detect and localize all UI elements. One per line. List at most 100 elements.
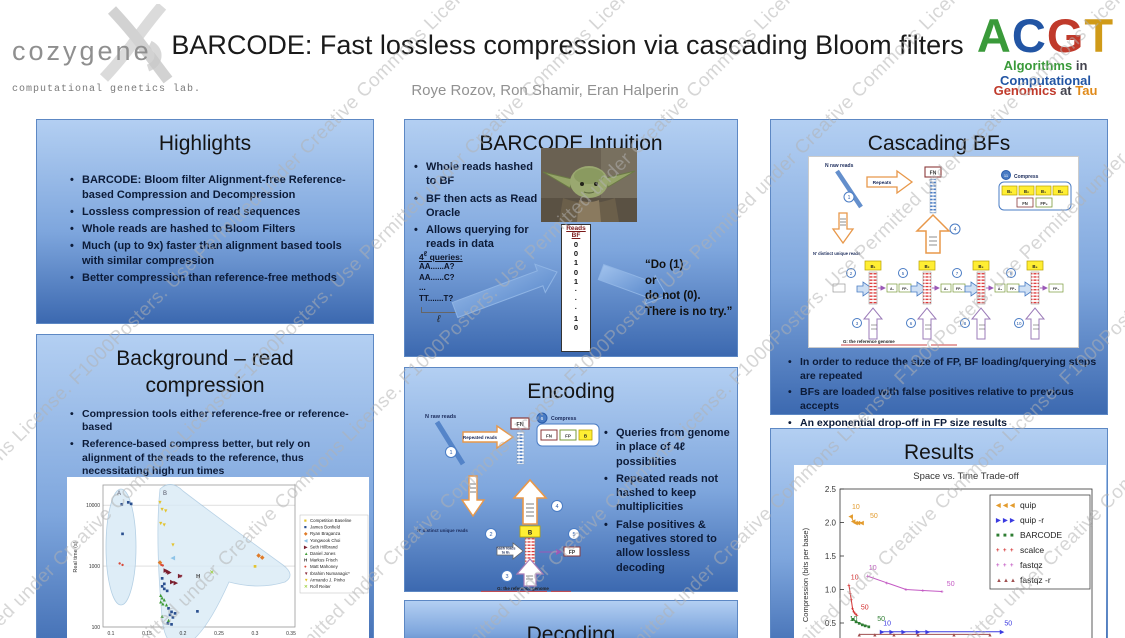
label-repeats: Repeats xyxy=(873,180,892,186)
svg-text:7: 7 xyxy=(956,271,959,276)
tagline-word-algorithms: Algorithms xyxy=(1003,58,1073,73)
svg-text:▲: ▲ xyxy=(951,632,956,638)
bf-strip-label1: Reads xyxy=(566,225,586,232)
svg-text:■: ■ xyxy=(160,584,163,590)
svg-text:▲: ▲ xyxy=(166,618,171,624)
bf-bit: 1 xyxy=(573,313,579,323)
svg-text:H: H xyxy=(304,558,307,563)
queries-heading: 4ℓ queries: xyxy=(419,250,463,262)
arrow-big-up xyxy=(915,213,951,254)
svg-text:▼: ▼ xyxy=(163,508,168,514)
query-line: TT.......T? xyxy=(419,294,454,304)
svg-text:▶: ▶ xyxy=(163,567,169,574)
bf-bit: · xyxy=(574,285,578,295)
svg-text:▲: ▲ xyxy=(158,599,163,605)
svg-text:✕: ✕ xyxy=(304,584,308,589)
svg-text:■: ■ xyxy=(996,533,1000,539)
query-line: AA......C? xyxy=(419,272,455,282)
svg-text:▶: ▶ xyxy=(1009,517,1015,524)
tradeoff-chart: Space vs. Time Trade-off0.51.01.52.02.5C… xyxy=(794,465,1106,638)
svg-text:B₃: B₃ xyxy=(1041,189,1046,194)
label-fp-chip: FP xyxy=(569,550,576,556)
svg-text:◀: ◀ xyxy=(850,518,856,525)
svg-text:+: + xyxy=(852,610,855,616)
svg-text:to B₁: to B₁ xyxy=(502,551,511,555)
bullet: Much (up to 9x) faster than alignment ba… xyxy=(69,239,357,268)
svg-text:A: A xyxy=(117,491,121,497)
step-circle-3: 3 xyxy=(501,570,513,582)
svg-text:+: + xyxy=(904,588,907,594)
svg-text:quip: quip xyxy=(1020,500,1036,510)
svg-text:B: B xyxy=(584,434,588,439)
svg-text:▶: ▶ xyxy=(995,517,1001,524)
bullet: Allows querying for reads in data xyxy=(413,223,541,252)
encoding-diagram: N raw reads 1 N' distinct unique reads R… xyxy=(417,412,600,592)
bullet: Compression tools either reference-free … xyxy=(69,408,359,435)
svg-text:▶: ▶ xyxy=(165,568,171,575)
svg-text:+: + xyxy=(850,598,853,604)
svg-text:50: 50 xyxy=(861,605,869,612)
arrow-hash xyxy=(496,542,524,560)
svg-text:1.0: 1.0 xyxy=(825,586,837,595)
svg-text:8: 8 xyxy=(964,321,967,326)
svg-text:■: ■ xyxy=(1003,533,1007,539)
svg-text:+: + xyxy=(996,548,1000,554)
acgt-logo-letters: ACGT xyxy=(958,8,1125,63)
svg-text:▶: ▶ xyxy=(888,629,894,636)
svg-text:■: ■ xyxy=(854,620,857,626)
svg-text:0.3: 0.3 xyxy=(252,631,259,637)
svg-text:James Bonfield: James Bonfield xyxy=(310,525,341,530)
svg-text:+: + xyxy=(851,606,854,612)
svg-text:■: ■ xyxy=(253,564,256,570)
bf-bit: · xyxy=(574,295,578,305)
svg-text:Daniel Jones: Daniel Jones xyxy=(310,551,336,556)
svg-text:B₂: B₂ xyxy=(924,264,929,269)
svg-text:■: ■ xyxy=(196,609,199,615)
svg-text:■: ■ xyxy=(171,615,174,621)
svg-text:3: 3 xyxy=(505,574,508,580)
svg-text:50: 50 xyxy=(877,616,885,623)
panel-background: Background – read compression Compressio… xyxy=(36,334,374,638)
yoda-quote: “Do (1) or do not (0). There is no try.” xyxy=(645,259,733,318)
decoding-title: Decoding xyxy=(526,623,616,638)
svg-text:▶: ▶ xyxy=(924,629,930,636)
yoda-image xyxy=(541,148,637,222)
bullet: An exponential drop-off in FP size resul… xyxy=(787,417,1097,431)
svg-text:◀: ◀ xyxy=(170,554,176,561)
svg-text:2.0: 2.0 xyxy=(825,519,837,528)
svg-text:▲: ▲ xyxy=(1003,578,1009,584)
svg-text:■: ■ xyxy=(304,525,307,530)
cascading-diagram-box: N raw reads 1 N' distinct unique reads R… xyxy=(808,156,1079,348)
query-line: ... xyxy=(419,283,426,293)
svg-text:fastqz -r: fastqz -r xyxy=(1020,575,1051,585)
arrow-genome-up xyxy=(515,558,545,587)
intuition-bullets: Whole reads hashed to BF BF then acts as… xyxy=(413,160,541,255)
svg-text:▶: ▶ xyxy=(173,579,179,586)
svg-text:Competition Baseline: Competition Baseline xyxy=(310,518,352,523)
svg-text:10: 10 xyxy=(883,621,891,628)
svg-text:2.5: 2.5 xyxy=(825,485,837,494)
svg-text:50: 50 xyxy=(1004,621,1012,628)
svg-text:◀: ◀ xyxy=(858,520,864,527)
bullet: BFs are loaded with false positives rela… xyxy=(787,386,1097,413)
svg-text:■: ■ xyxy=(163,586,166,592)
svg-text:●: ● xyxy=(118,561,121,567)
svg-text:+: + xyxy=(885,581,888,587)
svg-text:4: 4 xyxy=(954,227,957,233)
svg-text:+: + xyxy=(996,563,1000,569)
arrow-repeats xyxy=(866,169,914,195)
svg-text:BARCODE: BARCODE xyxy=(1020,530,1062,540)
svg-text:■: ■ xyxy=(167,606,170,612)
cascading-bullets: In order to reduce the size of FP, BF lo… xyxy=(787,356,1097,433)
svg-text:+: + xyxy=(1003,548,1007,554)
svg-text:+: + xyxy=(921,589,924,595)
acgt-letter-t: T xyxy=(1084,9,1115,62)
svg-text:■: ■ xyxy=(852,617,855,623)
label-compress: Compress xyxy=(551,416,576,422)
svg-text:B₁: B₁ xyxy=(871,264,876,269)
svg-text:▼: ▼ xyxy=(159,507,164,513)
highlights-title: Highlights xyxy=(158,132,252,155)
svg-text:FN: FN xyxy=(546,434,552,439)
svg-text:▼: ▼ xyxy=(157,500,162,506)
